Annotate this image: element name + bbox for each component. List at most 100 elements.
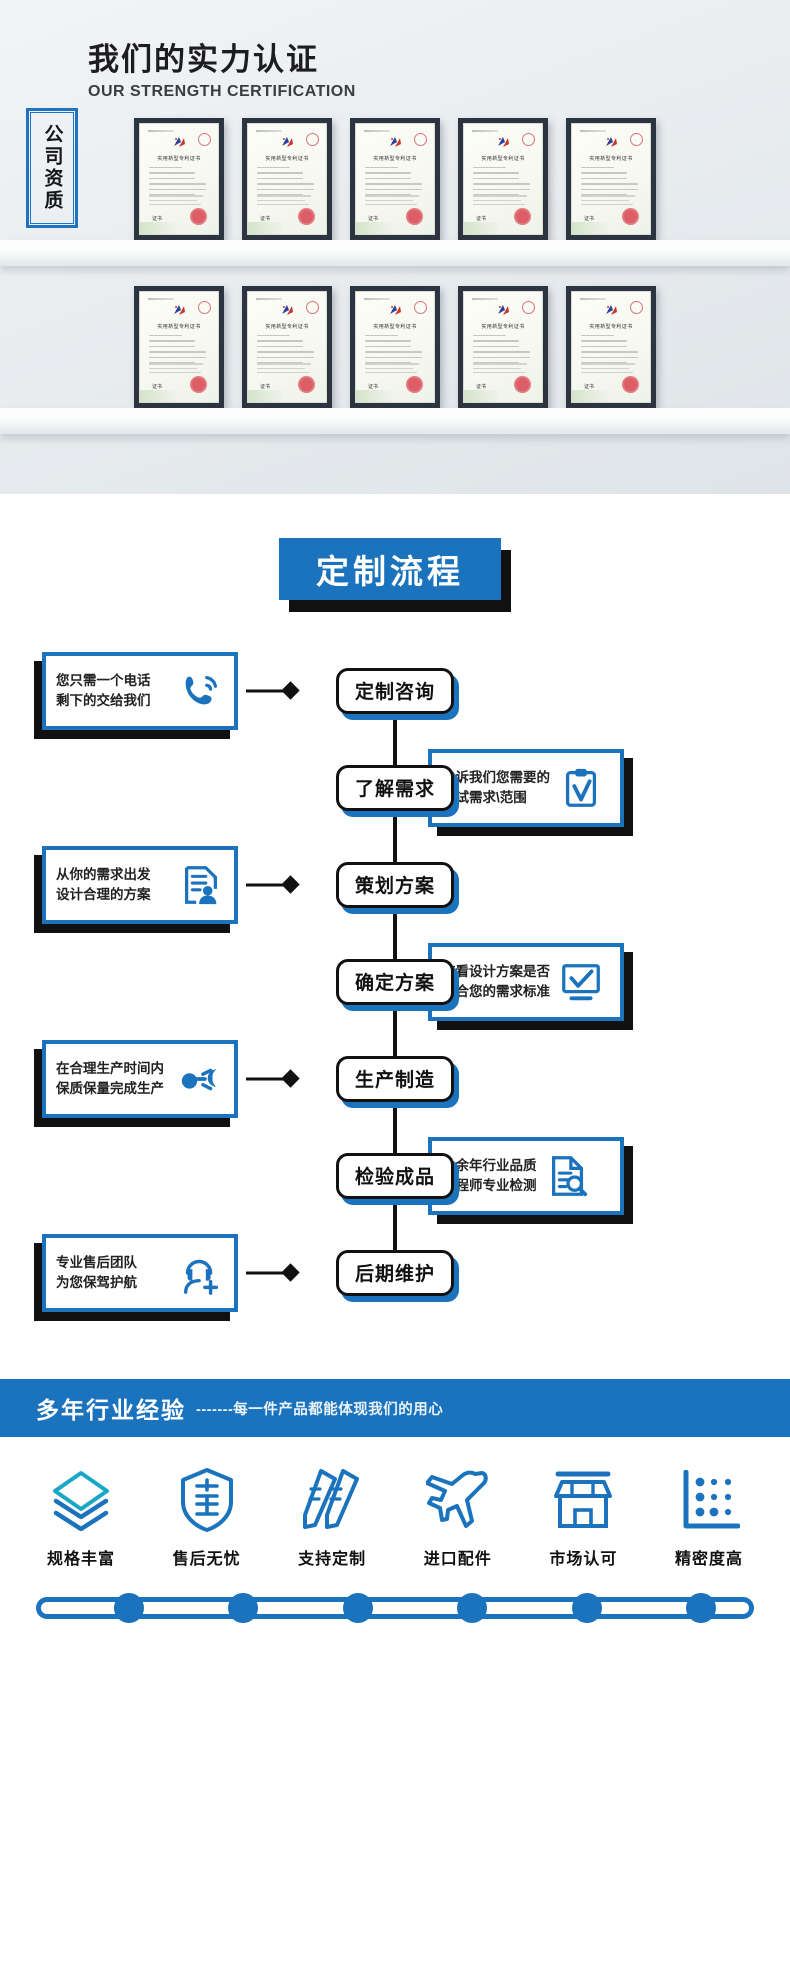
page-title: 我们的实力认证 bbox=[88, 42, 319, 77]
pill-face: 策划方案 bbox=[336, 861, 454, 908]
certificate-red-stamp bbox=[406, 376, 423, 393]
flow-detail-card[interactable]: 十余年行业品质工程师专业检测 bbox=[428, 1136, 633, 1224]
certificate-body-lines bbox=[581, 167, 641, 199]
certificate-signature: 证书 bbox=[152, 216, 163, 222]
certificate-frame[interactable]: 实用新型专利证书证书 bbox=[242, 286, 332, 408]
certificate-seal-outline bbox=[630, 301, 643, 314]
certificate-body-lines bbox=[365, 167, 425, 199]
pencil-ruler-icon bbox=[301, 1467, 363, 1533]
certificate-red-stamp bbox=[298, 208, 315, 225]
certificate-footer-lines bbox=[149, 363, 209, 376]
flow-step-node[interactable]: 检验成品 bbox=[336, 1152, 459, 1205]
connector-diamond bbox=[281, 875, 300, 894]
flow-step-node[interactable]: 了解需求 bbox=[336, 764, 459, 817]
certificate-paper: 实用新型专利证书证书 bbox=[355, 123, 435, 235]
patent-emblem-icon bbox=[498, 305, 509, 315]
certificate-body-lines bbox=[149, 167, 209, 199]
certificate-paper: 实用新型专利证书证书 bbox=[571, 291, 651, 403]
certificate-signature: 证书 bbox=[260, 216, 271, 222]
layers-icon bbox=[49, 1467, 113, 1533]
product-detail-page: 我们的实力认证 OUR STRENGTH CERTIFICATION 公司资质 … bbox=[0, 0, 790, 1623]
feature-label: 规格丰富 bbox=[46, 1551, 115, 1568]
certificate-paper: 实用新型专利证书证书 bbox=[139, 291, 219, 403]
feature-item[interactable]: 进口配件 bbox=[403, 1467, 513, 1569]
certificate-frame[interactable]: 实用新型专利证书证书 bbox=[458, 286, 548, 408]
certificate-frame[interactable]: 实用新型专利证书证书 bbox=[566, 118, 656, 240]
certificate-frame[interactable]: 实用新型专利证书证书 bbox=[350, 118, 440, 240]
certificate-decor bbox=[140, 390, 176, 402]
flow-step-pill[interactable]: 后期维护 bbox=[336, 1249, 459, 1302]
flow-step-row: 十余年行业品质工程师专业检测检验成品 bbox=[0, 1127, 790, 1224]
pill-face: 检验成品 bbox=[336, 1152, 454, 1199]
certificate-frame[interactable]: 实用新型专利证书证书 bbox=[350, 286, 440, 408]
card-text: 在合理生产时间内保质保量完成生产 bbox=[56, 1059, 164, 1098]
flow-diagram: 您只需一个电话剩下的交给我们 定制咨询告诉我们您需要的测试需求\范围了解需求从你的… bbox=[0, 642, 790, 1321]
certificate-frame[interactable]: 实用新型专利证书证书 bbox=[458, 118, 548, 240]
card-line-2: 为您保驾护航 bbox=[56, 1274, 137, 1290]
certificate-footer-lines bbox=[149, 195, 209, 208]
flow-detail-card[interactable]: 您只需一个电话剩下的交给我们 bbox=[34, 651, 238, 739]
flow-detail-card[interactable]: 查看设计方案是否符合您的需求标准 bbox=[428, 942, 633, 1030]
certificate-body-lines bbox=[149, 335, 209, 367]
certificate-footer-lines bbox=[257, 363, 317, 376]
flow-step-pill[interactable]: 生产制造 bbox=[336, 1055, 459, 1108]
precision-dots-icon bbox=[678, 1467, 740, 1533]
patent-emblem-icon bbox=[390, 137, 401, 147]
card-line-2: 工程师专业检测 bbox=[442, 1177, 537, 1193]
certificate-red-stamp bbox=[622, 376, 639, 393]
feature-item[interactable]: 规格丰富 bbox=[26, 1467, 136, 1569]
certificate-frame[interactable]: 实用新型专利证书证书 bbox=[566, 286, 656, 408]
feature-item[interactable]: 支持定制 bbox=[277, 1467, 387, 1569]
flow-detail-card[interactable]: 专业售后团队为您保驾护航 bbox=[34, 1233, 238, 1321]
certificate-frame[interactable]: 实用新型专利证书证书 bbox=[242, 118, 332, 240]
feature-item[interactable]: 市场认可 bbox=[528, 1467, 638, 1569]
card-line-2: 符合您的需求标准 bbox=[442, 983, 550, 999]
certificate-header-rule bbox=[472, 130, 498, 132]
card-face: 告诉我们您需要的测试需求\范围 bbox=[428, 748, 624, 827]
flow-title-box: 定制流程 bbox=[279, 538, 501, 600]
headset-support-icon bbox=[183, 1259, 219, 1295]
certificate-signature: 证书 bbox=[476, 216, 487, 222]
pill-face: 生产制造 bbox=[336, 1055, 454, 1102]
flow-connector bbox=[246, 681, 300, 700]
certification-heading: 我们的实力认证 OUR STRENGTH CERTIFICATION bbox=[88, 42, 356, 101]
flow-step-row: 告诉我们您需要的测试需求\范围了解需求 bbox=[0, 739, 790, 836]
certificate-row-1: 实用新型专利证书证书实用新型专利证书证书实用新型专利证书证书实用新型专利证书证书… bbox=[0, 118, 790, 240]
flow-step-pill[interactable]: 定制咨询 bbox=[336, 667, 459, 720]
certificate-paper: 实用新型专利证书证书 bbox=[463, 123, 543, 235]
certificate-frame[interactable]: 实用新型专利证书证书 bbox=[134, 118, 224, 240]
flow-step-pill[interactable]: 确定方案 bbox=[336, 958, 459, 1011]
certificate-header-rule bbox=[580, 130, 606, 132]
feature-item[interactable]: 售后无忧 bbox=[152, 1467, 262, 1569]
flow-step-node[interactable]: 后期维护 bbox=[336, 1249, 459, 1302]
flow-step-node[interactable]: 确定方案 bbox=[336, 958, 459, 1011]
flow-step-pill[interactable]: 检验成品 bbox=[336, 1152, 459, 1205]
certificate-decor bbox=[140, 222, 176, 234]
flow-step-pill[interactable]: 策划方案 bbox=[336, 861, 459, 914]
feature-item[interactable]: 精密度高 bbox=[654, 1467, 764, 1569]
clipboard-check-icon bbox=[558, 765, 604, 811]
flow-step-pill[interactable]: 了解需求 bbox=[336, 764, 459, 817]
flow-step-node[interactable]: 策划方案 bbox=[336, 861, 459, 914]
certificate-footer-lines bbox=[473, 195, 533, 208]
certificate-frame[interactable]: 实用新型专利证书证书 bbox=[134, 286, 224, 408]
flow-step-node[interactable]: 定制咨询 bbox=[336, 667, 459, 720]
flow-detail-card[interactable]: 告诉我们您需要的测试需求\范围 bbox=[428, 748, 633, 836]
certificate-decor bbox=[572, 222, 608, 234]
feature-label: 市场认可 bbox=[549, 1551, 618, 1568]
monitor-check-icon bbox=[562, 963, 600, 1000]
certificate-decor bbox=[464, 222, 500, 234]
flow-step-node[interactable]: 生产制造 bbox=[336, 1055, 459, 1108]
certificate-title: 实用新型专利证书 bbox=[373, 156, 417, 162]
certificate-title: 实用新型专利证书 bbox=[481, 156, 525, 162]
flow-detail-card[interactable]: 从你的需求出发设计合理的方案 bbox=[34, 845, 238, 933]
certificate-seal-outline bbox=[522, 133, 535, 146]
card-line-1: 十余年行业品质 bbox=[442, 1157, 537, 1173]
certificate-signature: 证书 bbox=[368, 384, 379, 390]
clipboard-check-icon bbox=[565, 768, 597, 807]
card-face: 在合理生产时间内保质保量完成生产 bbox=[42, 1039, 238, 1118]
flow-step-row: 在合理生产时间内保质保量完成生产 生产制造 bbox=[0, 1030, 790, 1127]
flow-detail-card[interactable]: 在合理生产时间内保质保量完成生产 bbox=[34, 1039, 238, 1127]
certificate-paper: 实用新型专利证书证书 bbox=[247, 123, 327, 235]
card-line-1: 在合理生产时间内 bbox=[56, 1060, 164, 1076]
